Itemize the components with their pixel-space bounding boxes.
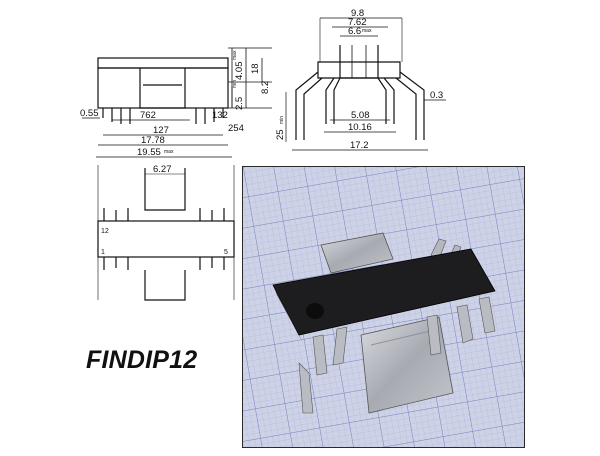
top-tab-upper (144, 168, 186, 211)
end-body (317, 61, 401, 79)
chip-back-tab (320, 232, 394, 274)
end-lead-inner-left (325, 77, 341, 124)
dim-end-lead-length-suffix: min (279, 116, 285, 124)
end-lead-inner-right (377, 77, 395, 124)
top-view-labels: 6.27 12 1 5 (101, 164, 228, 256)
dim-side-height-upper: 4.05 (234, 62, 245, 81)
dim-side-lead-length: 2.5 (234, 97, 245, 110)
top-view (97, 165, 235, 301)
dim-end-tab-width: 6.6 (348, 26, 361, 37)
dim-side-inner-pitch: 127 (153, 125, 169, 136)
dim-side-height-upper-suffix: max (232, 50, 238, 60)
side-view-labels: 762 127 0.55 17.78 19.55 max 254 132 4.0… (80, 50, 271, 158)
dim-end-lead-length: 25 (275, 129, 286, 140)
dim-side-height-mid: 18 (250, 63, 261, 74)
chip-front-leads (298, 296, 496, 414)
dim-side-lead-width: 0.55 (80, 108, 99, 119)
dim-end-lead-span-inner: 5.08 (351, 110, 370, 121)
side-tab (139, 68, 186, 109)
top-body (97, 220, 235, 258)
top-leads (103, 208, 225, 270)
dim-end-width-inner: 7.62 (348, 17, 367, 28)
top-pin-5-label: 5 (224, 249, 228, 256)
side-body-top (97, 57, 229, 69)
dim-side-overall-length: 19.55 (137, 147, 161, 158)
side-leads (102, 108, 224, 124)
chip-pin1-dot (306, 303, 324, 319)
component-photo (242, 166, 525, 448)
dim-end-width-top: 9.8 (351, 8, 364, 19)
dim-top-tab-width: 6.27 (153, 164, 172, 175)
dim-side-pitch: 762 (140, 110, 156, 121)
side-body (97, 67, 229, 109)
dim-side-body-length: 17.78 (141, 135, 165, 146)
chip-body (272, 248, 496, 336)
top-pin-12-label: 12 (101, 228, 109, 235)
dim-side-lead-pitch: 254 (228, 123, 244, 134)
end-view (285, 17, 446, 151)
dim-side-overall-suffix: max (164, 149, 174, 155)
end-lead-left (295, 71, 323, 140)
dim-end-tab-suffix: max (362, 28, 372, 34)
end-lead-right (395, 71, 425, 140)
side-view (82, 47, 272, 158)
dim-end-overall-width: 17.2 (350, 140, 369, 151)
dim-side-lead-end: 132 (212, 110, 228, 121)
part-name-label: FINDIP12 (86, 346, 198, 374)
dim-end-lead-thickness: 0.3 (430, 90, 443, 101)
dim-end-lead-span: 10.16 (348, 122, 372, 133)
top-pin-1-label: 1 (101, 249, 105, 256)
end-view-labels: 9.8 7.62 6.6 max 5.08 10.16 17.2 0.3 25 … (275, 8, 443, 151)
dim-side-lead-length-suffix: min (232, 80, 238, 88)
dim-side-height-total: 8.2 (260, 81, 271, 94)
top-tab-lower (144, 270, 186, 301)
photo-svg (243, 167, 524, 447)
chip (272, 232, 496, 414)
